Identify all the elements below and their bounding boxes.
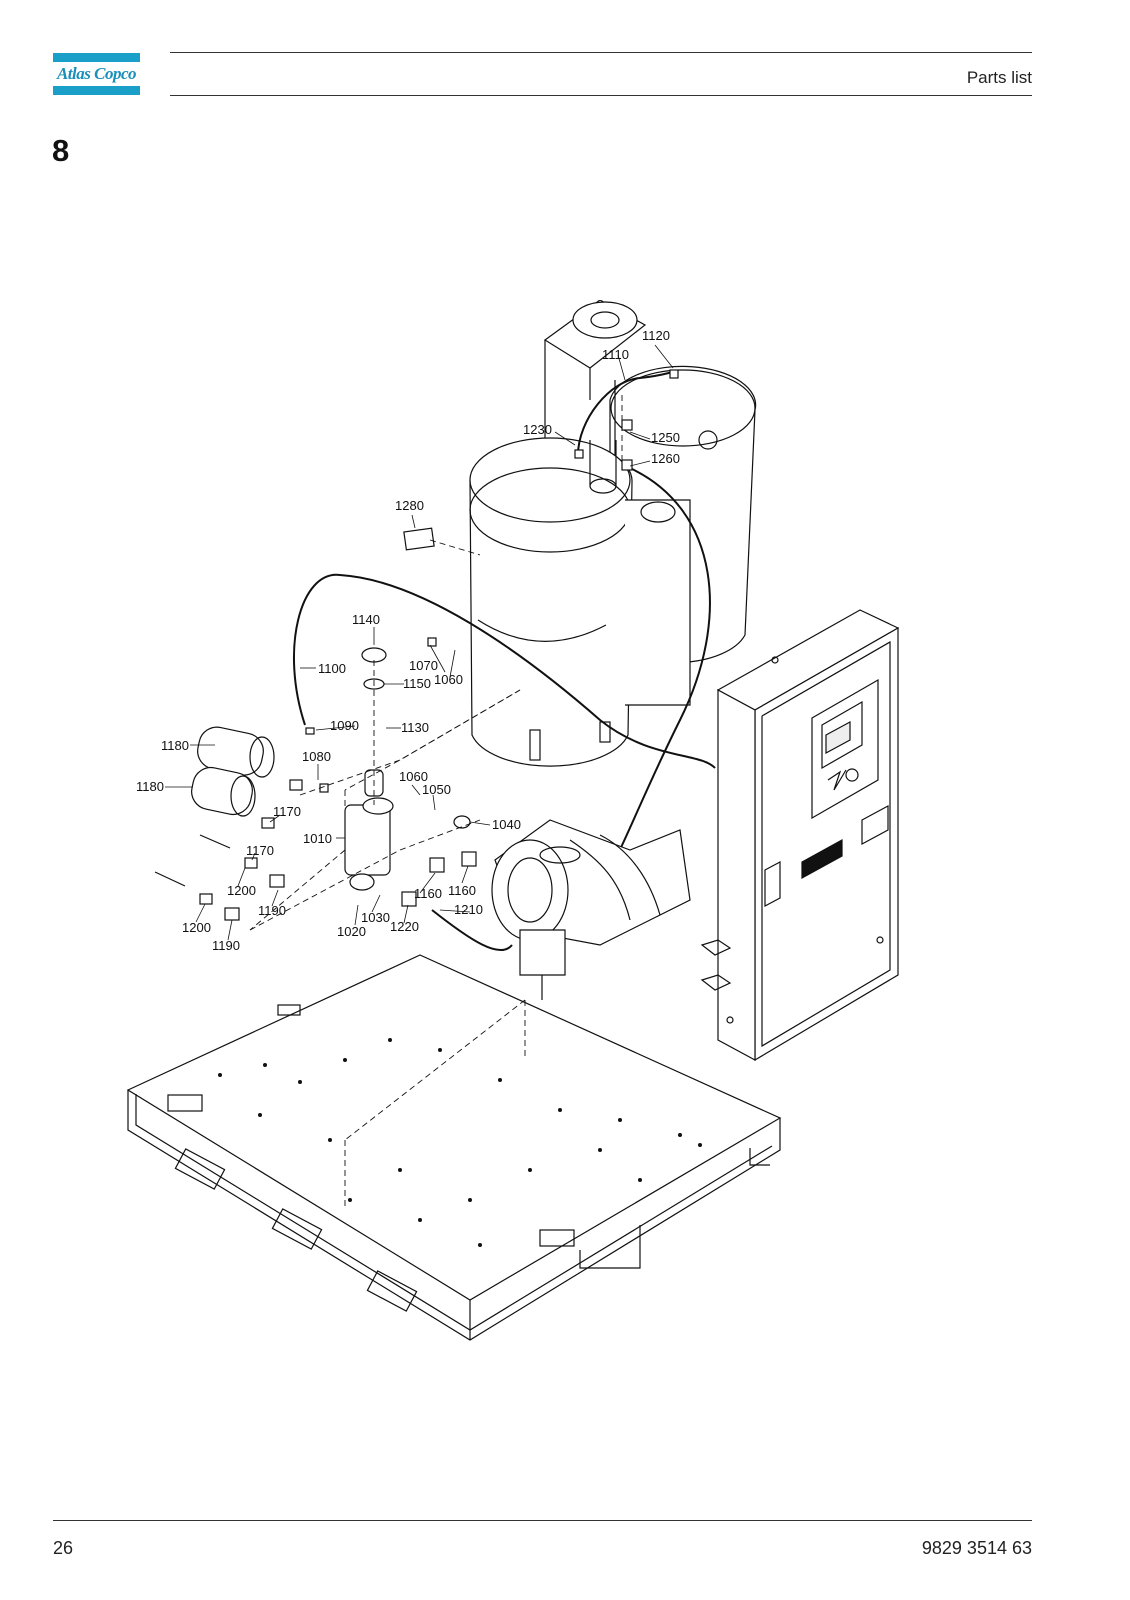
display-screen (825, 720, 851, 755)
callout-label: 1020 (337, 924, 366, 939)
element-bracket (519, 929, 566, 976)
keypad-icon (827, 769, 847, 791)
callout-label: 1070 (409, 658, 438, 673)
callout-label: 1200 (182, 920, 211, 935)
hose-1260 (614, 467, 711, 861)
cap-1140 (361, 647, 387, 663)
hose-1230 (577, 371, 674, 456)
callout-label: 1120 (642, 328, 670, 343)
header-rule-top (170, 52, 1032, 53)
callout-label: 1060 (434, 672, 463, 687)
callout-label: 1110 (602, 347, 629, 362)
base-frame (126, 954, 782, 1341)
document-number: 9829 3514 63 (921, 1538, 1032, 1558)
callout-label: 1090 (330, 718, 359, 733)
atlas-copco-logo: Atlas Copco (53, 53, 140, 95)
callout-label: 1160 (414, 886, 442, 901)
forklift-slot (174, 1148, 226, 1190)
callout-label: 1160 (448, 883, 476, 898)
page-number: 26 (53, 1538, 74, 1558)
vessel-foot (599, 721, 611, 743)
base-cutout (277, 1004, 301, 1016)
vessel-foot (529, 729, 541, 761)
callout-label: 1250 (651, 430, 680, 445)
callout-label: 1150 (403, 676, 431, 691)
fittings (154, 369, 679, 921)
callout-label: 1030 (361, 910, 390, 925)
callout-label: 1060 (399, 769, 428, 784)
emergency-stop-button (845, 768, 859, 782)
forklift-slot (366, 1270, 418, 1312)
forklift-slot (271, 1208, 323, 1250)
exploded-parts-drawing: 1010 1020 1030 1040 1050 1060 1060 1070 … (126, 300, 900, 1341)
cabinet-hinge (700, 939, 732, 956)
hoses (293, 371, 716, 951)
control-panel (811, 678, 879, 820)
footer-rule (53, 1520, 1032, 1521)
callout-label: 1040 (492, 817, 521, 832)
vessel-port (640, 501, 676, 523)
section-title: Parts list (966, 68, 1032, 87)
base-cutout (167, 1094, 203, 1112)
logo-bar-bottom (53, 86, 140, 95)
callout-leaders (165, 344, 674, 941)
callout-label: 1220 (390, 919, 419, 934)
callout-label: 1170 (246, 843, 274, 858)
assembly-guide-lines (249, 395, 623, 1210)
callout-label: 1130 (401, 720, 429, 735)
callout-label: 1140 (352, 612, 380, 627)
callout-label: 1260 (651, 451, 680, 466)
section-number: 8 (52, 133, 70, 168)
callout-label: 1170 (273, 804, 301, 819)
warning-label (801, 838, 843, 880)
callout-label: 1180 (161, 738, 189, 753)
callout-label: 1280 (395, 498, 424, 513)
callout-label: 1200 (227, 883, 256, 898)
hose-1210 (431, 909, 513, 951)
header-rule-bottom (170, 95, 1032, 96)
callout-label: 1050 (422, 782, 451, 797)
callout-label: 1010 (303, 831, 332, 846)
label-1280 (403, 527, 435, 551)
logo-wordmark: Atlas Copco (56, 64, 137, 83)
callout-label: 1230 (523, 422, 552, 437)
oil-filters (191, 726, 275, 817)
controller-display (821, 700, 863, 770)
callout-label: 1100 (318, 661, 346, 676)
callout-label: 1080 (302, 749, 331, 764)
base-cutout (539, 1229, 575, 1247)
hose-1100 (293, 573, 716, 769)
logo-bar-top (53, 53, 140, 62)
base-mounting-holes (218, 1038, 702, 1247)
label-plate (861, 804, 889, 846)
cabinet-cutout (764, 861, 781, 907)
callout-label: 1190 (258, 903, 286, 918)
cabinet-hinge (700, 974, 732, 991)
separator-vessel-front (469, 437, 691, 767)
inlet-flange (543, 300, 647, 502)
callout-label: 1210 (454, 902, 483, 917)
callout-label: 1190 (212, 938, 240, 953)
callout-label: 1180 (136, 779, 164, 794)
control-cabinet (700, 609, 900, 1062)
compressor-element (491, 819, 691, 1000)
